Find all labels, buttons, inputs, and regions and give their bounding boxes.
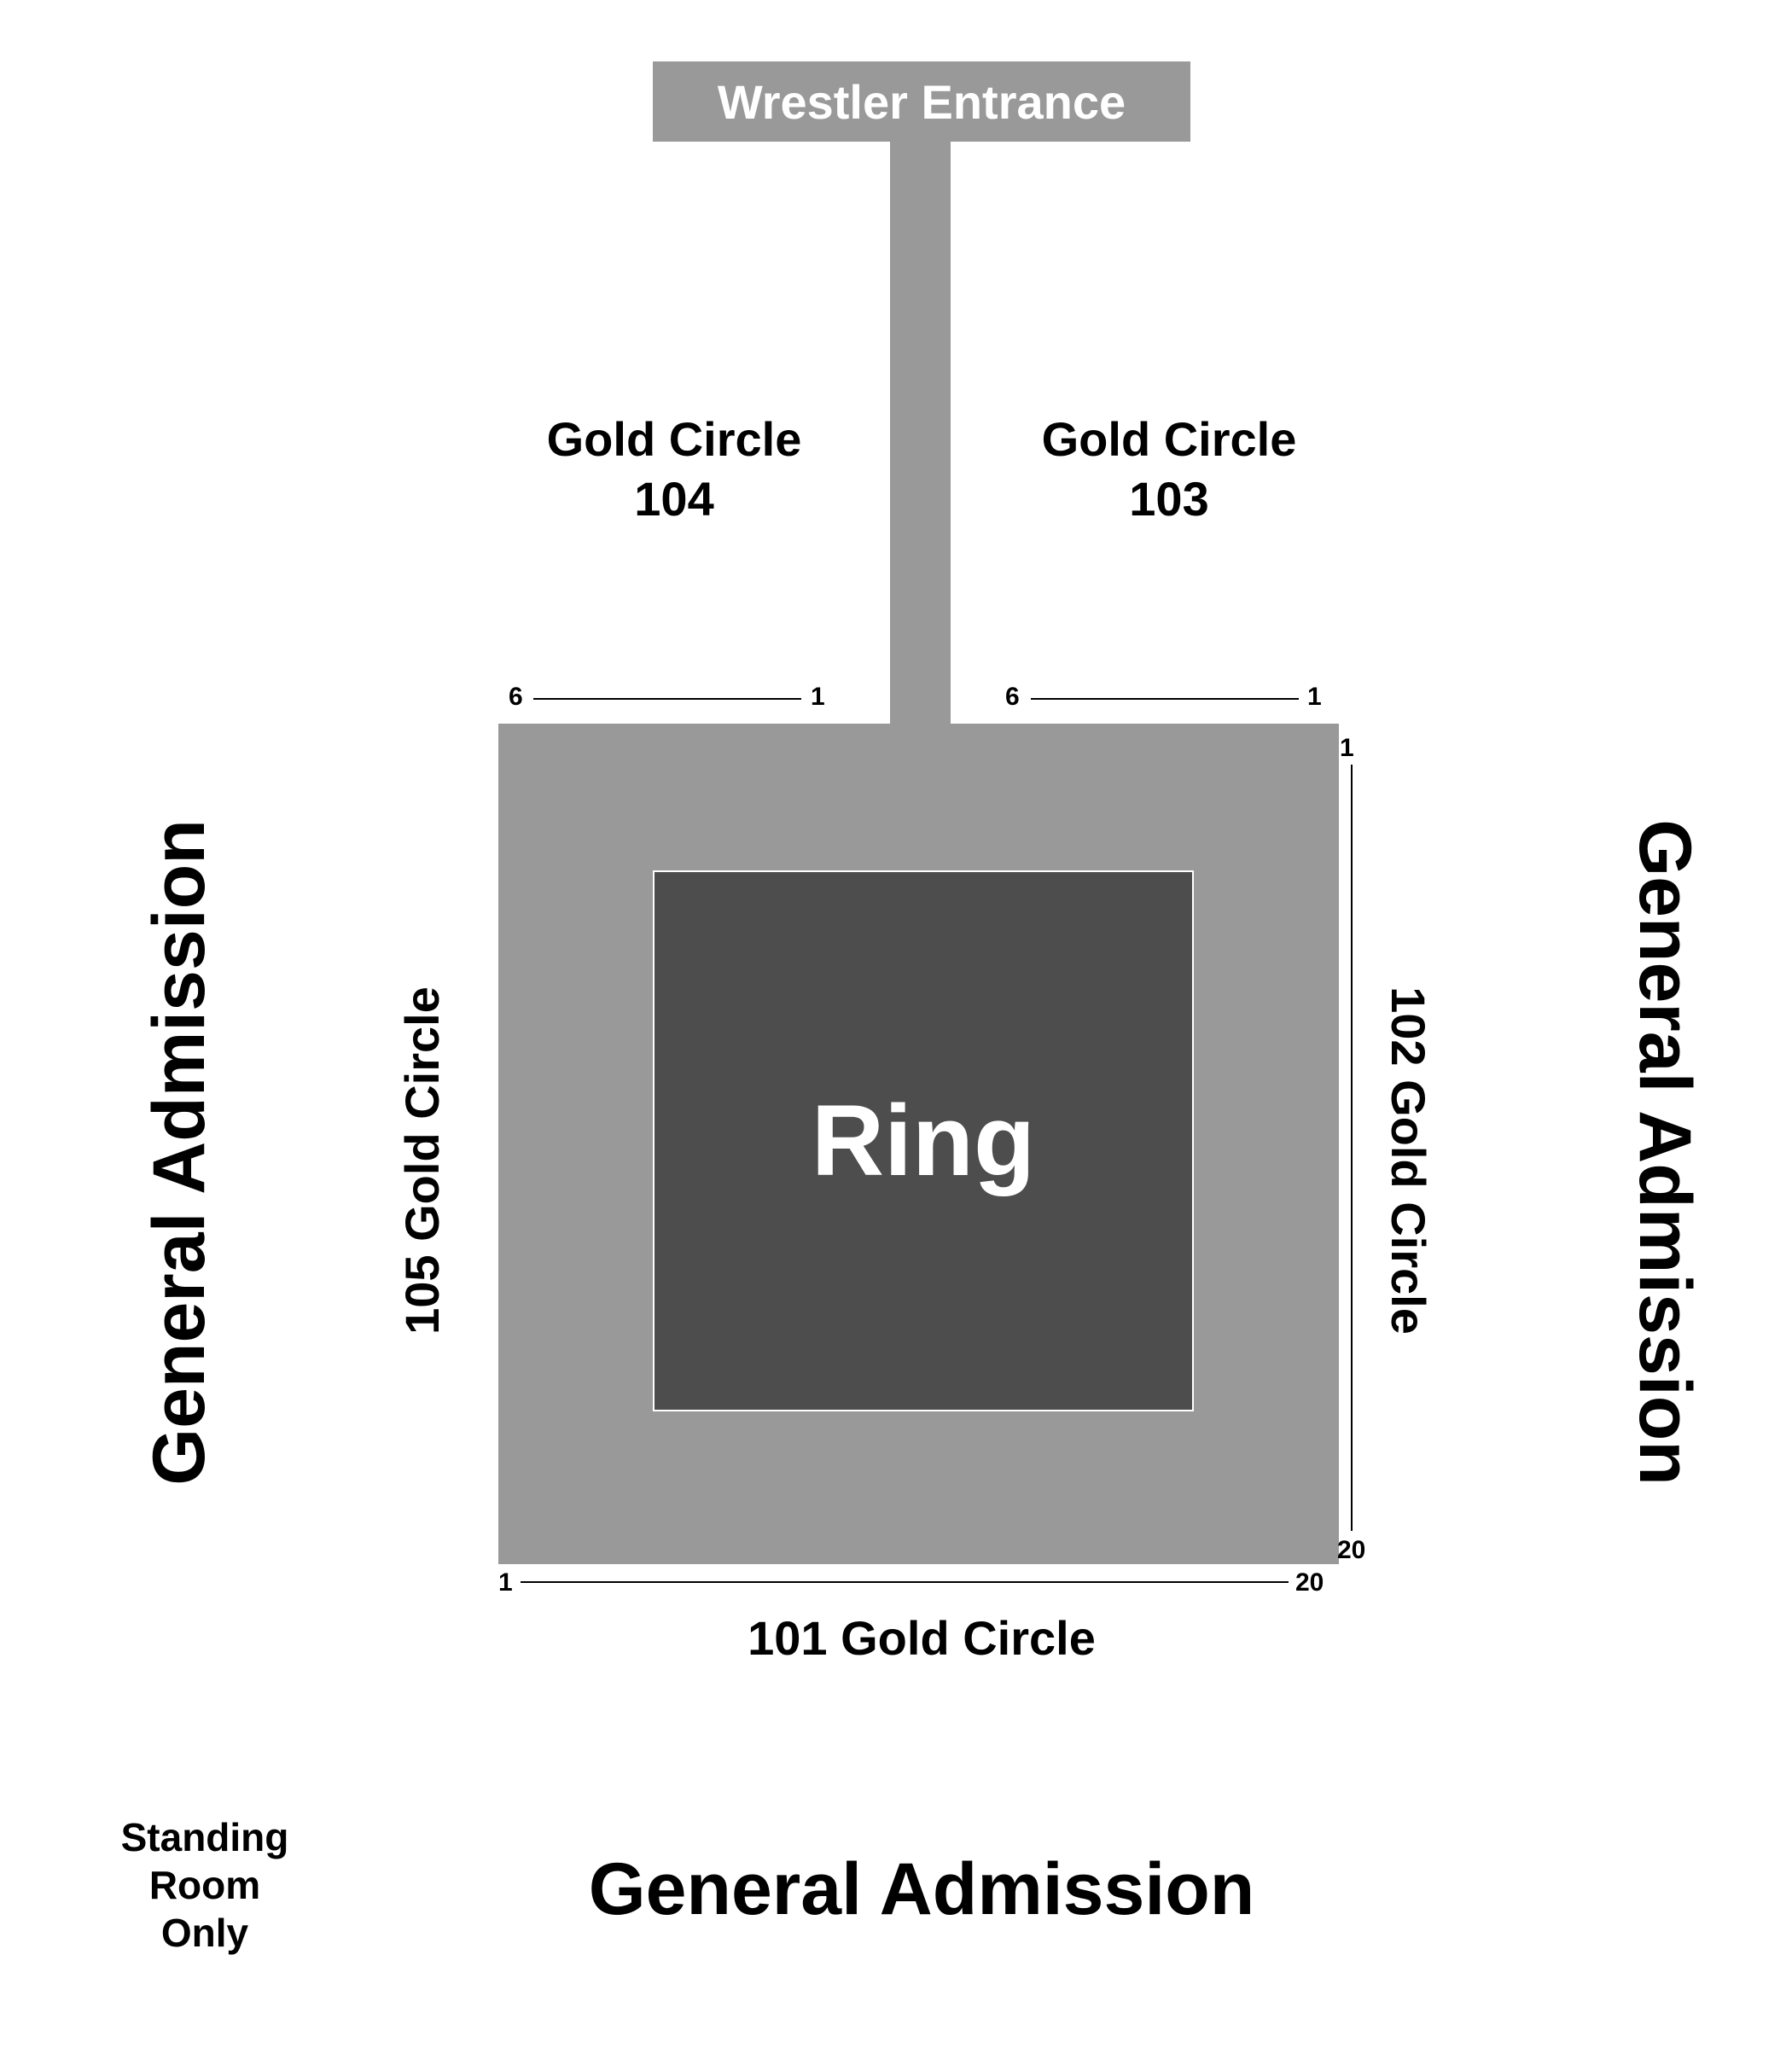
section-101-label: 101 Gold Circle [748, 1611, 1096, 1665]
wrestler-entrance[interactable]: Wrestler Entrance [653, 61, 1190, 142]
entrance-ramp-join [890, 717, 951, 727]
section-103-number: 103 [1129, 472, 1209, 526]
standing-room-only[interactable]: Standing Room Only [98, 1813, 311, 1957]
section-101-row-end: 20 [1295, 1568, 1324, 1597]
general-admission-bottom-label: General Admission [588, 1848, 1255, 1930]
section-102[interactable]: 102 Gold Circle [1323, 883, 1493, 1438]
general-admission-bottom[interactable]: General Admission [512, 1847, 1331, 1932]
section-101[interactable]: 101 Gold Circle [666, 1609, 1178, 1668]
section-102-row-end: 20 [1337, 1536, 1366, 1564]
standing-room-line2: Room [148, 1863, 261, 1908]
standing-room-line3: Only [160, 1911, 249, 1956]
section-104-name: Gold Circle [546, 412, 802, 466]
section-102-row-line [1351, 765, 1353, 1531]
section-104-number: 104 [634, 472, 714, 526]
ring-label: Ring [811, 1085, 1036, 1197]
section-104-row-end: 1 [811, 683, 825, 711]
section-103-row-end: 1 [1307, 683, 1322, 711]
general-admission-right[interactable]: General Admission [1579, 798, 1749, 1506]
section-105[interactable]: 105 Gold Circle [337, 883, 508, 1438]
section-102-label: 102 Gold Circle [1382, 986, 1436, 1335]
general-admission-left-label: General Admission [137, 818, 220, 1486]
section-103-row-start: 6 [1005, 683, 1020, 711]
section-105-label: 105 Gold Circle [395, 986, 450, 1335]
section-103-name: Gold Circle [1041, 412, 1297, 466]
section-101-row-line [521, 1581, 1289, 1583]
general-admission-left[interactable]: General Admission [94, 798, 265, 1506]
standing-room-line1: Standing [120, 1815, 289, 1859]
section-102-row-start: 1 [1340, 734, 1354, 762]
section-104[interactable]: Gold Circle 104 [503, 410, 845, 529]
general-admission-right-label: General Admission [1623, 818, 1706, 1486]
section-104-row-line [533, 698, 801, 700]
section-101-row-start: 1 [498, 1568, 513, 1597]
section-103-row-line [1031, 698, 1299, 700]
section-104-row-start: 6 [509, 683, 523, 711]
wrestler-entrance-label: Wrestler Entrance [717, 74, 1126, 129]
entrance-ramp [890, 142, 951, 727]
ring[interactable]: Ring [653, 870, 1194, 1411]
section-103[interactable]: Gold Circle 103 [998, 410, 1340, 529]
